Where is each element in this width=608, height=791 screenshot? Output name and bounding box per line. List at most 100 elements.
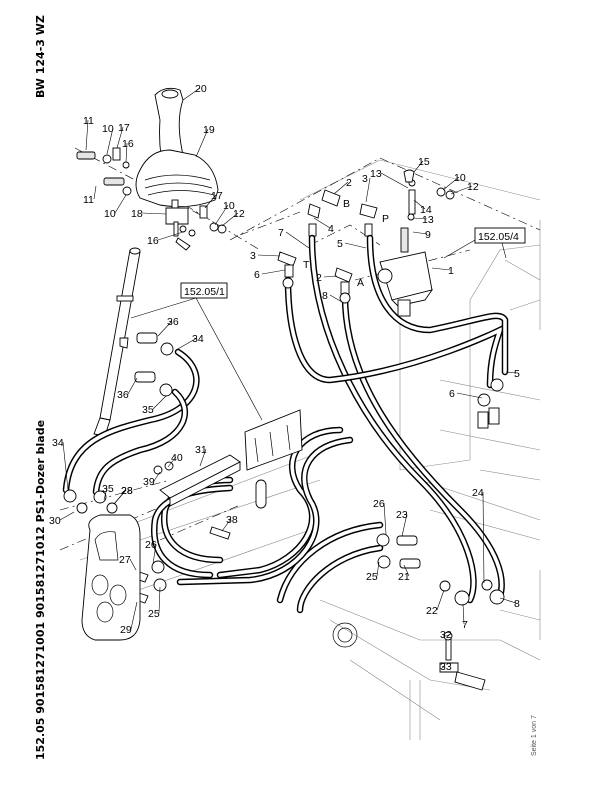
callout-hose-8-lower[interactable]: 8 <box>499 597 520 610</box>
callout-hose-8-upper[interactable]: 8 <box>322 290 343 303</box>
callout-number: 39 <box>143 476 155 488</box>
callout-hose-7-lower[interactable]: 7 <box>462 603 468 631</box>
callout-number: 4 <box>328 223 334 235</box>
callout-lever-bracket[interactable]: 18 <box>131 208 167 220</box>
callout-nut-right[interactable]: 12 <box>221 208 245 227</box>
callout-number: 16 <box>147 235 159 247</box>
callout-washer-39[interactable]: 39 <box>143 471 161 488</box>
callout-number: 7 <box>462 619 468 631</box>
callout-hose-6-lower[interactable]: 6 <box>449 388 483 400</box>
leader-line <box>403 564 410 577</box>
callout-number: 34 <box>52 437 64 449</box>
callout-number: 35 <box>102 483 114 495</box>
callout-nut-valve[interactable]: 12 <box>450 181 479 195</box>
callout-seal-28-lower[interactable]: 28 <box>113 485 133 505</box>
leader-line <box>158 586 161 614</box>
port-letter-a: A <box>357 277 364 289</box>
callout-hose-25-left[interactable]: 25 <box>148 586 161 620</box>
callout-control-valve[interactable]: 1 <box>431 265 454 277</box>
callout-screw-38[interactable]: 38 <box>221 514 238 532</box>
callout-number: 26 <box>373 498 385 510</box>
callout-ball-joint-right[interactable]: 17 <box>204 190 223 209</box>
callout-elbow-29[interactable]: 29 <box>120 601 138 636</box>
callout-seal-lower[interactable]: 13 <box>412 214 434 226</box>
callout-hose-guard[interactable]: 31 <box>195 444 207 467</box>
leader-line <box>401 513 408 537</box>
callout-adapter-upper[interactable]: 36 <box>157 316 179 337</box>
callout-number: 34 <box>192 333 204 345</box>
callout-banjo-fitting[interactable]: 15 <box>413 156 430 173</box>
callout-number: 40 <box>171 452 183 464</box>
leader-line <box>157 231 184 241</box>
callout-number: 3 <box>250 250 256 262</box>
callout-seal-upper[interactable]: 13 <box>370 168 409 189</box>
leader-line <box>413 199 426 210</box>
callout-elbow-27[interactable]: 27 <box>119 554 137 571</box>
callout-adapter-lower[interactable]: 36 <box>117 377 138 401</box>
reference-box-152-05-1[interactable]: 152.05/1 <box>130 282 263 421</box>
callout-hose-35-upper[interactable]: 35 <box>142 395 167 416</box>
callout-hose-6-upper[interactable]: 6 <box>254 269 286 281</box>
callout-screw-32[interactable]: 32 <box>440 629 452 641</box>
callout-tee-fitting-upper[interactable]: 3 <box>362 173 371 203</box>
callout-seal-24[interactable]: 24 <box>472 487 485 584</box>
leader-line <box>499 597 517 604</box>
leader-line <box>153 471 161 482</box>
callout-washer-lower-left[interactable]: 10 <box>104 194 127 220</box>
callout-tee-fitting-left[interactable]: 3 <box>250 250 281 262</box>
control-lever-assembly <box>76 87 227 251</box>
callout-elbow-fitting-b[interactable]: 2 <box>333 177 352 195</box>
callout-number: 22 <box>426 605 438 617</box>
callout-number: 10 <box>223 200 235 212</box>
callout-clamp-33[interactable]: 33 <box>440 661 452 673</box>
callout-control-lever-grip[interactable]: 20 <box>182 83 207 101</box>
callout-hose-35-lower[interactable]: 35 <box>102 483 114 501</box>
callout-hose-34-upper[interactable]: 34 <box>175 333 204 351</box>
callout-nut-lower[interactable]: 16 <box>147 231 184 247</box>
leader-line <box>114 194 127 214</box>
callout-threaded-rod[interactable]: 14 <box>413 199 432 216</box>
leader-line <box>85 119 89 151</box>
leader-line <box>182 87 201 101</box>
blade-mount-plate <box>81 514 141 641</box>
callout-seal-30[interactable]: 30 <box>49 511 75 527</box>
port-letter-b: B <box>343 198 350 210</box>
callout-adapter-23[interactable]: 23 <box>396 509 408 537</box>
leader-line <box>103 487 108 501</box>
leader-line <box>221 518 232 532</box>
callout-valve-screw[interactable]: 9 <box>412 229 431 241</box>
leader-line <box>125 142 128 163</box>
reference-box-152-05-4[interactable]: 152.05/4 <box>443 227 526 259</box>
callout-bolt-upper[interactable]: 11 <box>83 115 94 151</box>
callout-number: 8 <box>514 598 520 610</box>
callout-number: 16 <box>122 138 134 150</box>
callout-hose-7-upper[interactable]: 7 <box>278 227 310 249</box>
callout-adapter-21[interactable]: 21 <box>398 564 410 583</box>
callout-bolt-lower[interactable]: 11 <box>83 185 97 206</box>
callout-number: 13 <box>422 214 434 226</box>
callout-rubber-boot[interactable]: 19 <box>195 124 215 158</box>
callout-hose-26-left[interactable]: 26 <box>145 539 157 565</box>
callout-number: 19 <box>203 124 215 136</box>
callout-washer-upper-left[interactable]: 10 <box>102 123 114 155</box>
leader-line <box>62 441 69 491</box>
callout-number: 10 <box>454 172 466 184</box>
callout-nut-40[interactable]: 40 <box>167 452 183 468</box>
callout-hose-26-right[interactable]: 26 <box>373 498 387 535</box>
callout-elbow-fitting[interactable]: 4 <box>313 217 334 235</box>
callout-ball-joint-upper[interactable]: 17 <box>116 122 130 149</box>
callout-number: 7 <box>278 227 284 239</box>
callout-number: 17 <box>118 122 130 134</box>
callout-seal-22[interactable]: 22 <box>426 589 445 617</box>
callout-hose-5-lower[interactable]: 5 <box>505 368 520 380</box>
leader-line <box>329 294 343 303</box>
callout-washer-right[interactable]: 10 <box>214 200 235 226</box>
callout-hose-34-lower[interactable]: 34 <box>52 437 69 491</box>
callout-hose-5-upper[interactable]: 5 <box>337 238 367 250</box>
callout-hose-25-right[interactable]: 25 <box>366 561 380 583</box>
callout-washer-valve[interactable]: 10 <box>442 172 466 191</box>
callout-nut-upper[interactable]: 16 <box>122 138 134 163</box>
callout-elbow-fitting-a[interactable]: 2 <box>316 272 338 284</box>
leader-line <box>127 377 138 395</box>
